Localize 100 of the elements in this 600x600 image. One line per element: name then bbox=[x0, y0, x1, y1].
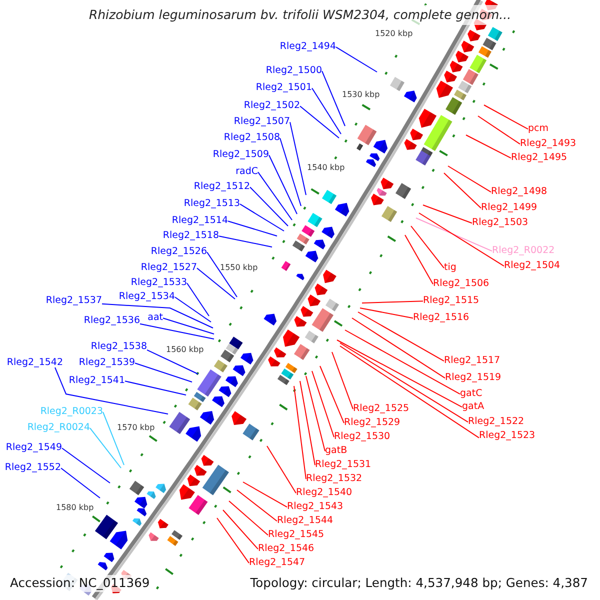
gene-label: Rleg2_1534 bbox=[118, 290, 175, 302]
accession-text: Accession: NC_011369 bbox=[8, 575, 152, 592]
leader-line bbox=[280, 138, 302, 206]
leader-line bbox=[358, 312, 444, 362]
leader-line bbox=[54, 367, 168, 414]
leader-line bbox=[228, 220, 278, 236]
gene-label: Rleg2_1515 bbox=[423, 294, 480, 306]
leader-line bbox=[362, 300, 424, 304]
leader-line bbox=[410, 226, 444, 269]
gene-label: Rleg2_1494 bbox=[280, 40, 336, 52]
scale-label: 1540 kbp bbox=[307, 163, 345, 173]
gene-label: Rleg2_1504 bbox=[504, 260, 560, 270]
gene-label: Rleg2_1539 bbox=[78, 356, 135, 368]
gene-label: Rleg2_1531 bbox=[315, 458, 372, 470]
leader-line bbox=[478, 116, 520, 145]
leader-line bbox=[222, 510, 258, 550]
leader-line bbox=[336, 46, 378, 72]
leader-line bbox=[360, 308, 414, 319]
leader-line bbox=[60, 468, 100, 498]
leader-line bbox=[444, 172, 482, 209]
gene-label: Rleg2_1519 bbox=[445, 372, 502, 382]
gene-label: Rleg2_1529 bbox=[344, 416, 400, 428]
gene-label: gatB bbox=[325, 444, 348, 456]
leader-line bbox=[90, 428, 122, 468]
gene-label: Rleg2_1502 bbox=[244, 100, 300, 110]
leader-line bbox=[250, 186, 288, 226]
leader-line bbox=[266, 446, 296, 494]
gene-label: Rleg2_1516 bbox=[413, 312, 470, 322]
gene-label: Rleg2_1501 bbox=[256, 82, 312, 92]
scale-label: 1580 kbp bbox=[56, 503, 94, 513]
leader-line bbox=[268, 154, 298, 214]
gene-label: Rleg2_1527 bbox=[140, 262, 197, 272]
gene-label: Rleg2_1542 bbox=[6, 356, 63, 368]
gene-label: gatC bbox=[460, 388, 482, 398]
gene-label: Rleg2_1544 bbox=[277, 514, 334, 526]
leader-line bbox=[174, 296, 212, 322]
gene-label: Rleg2_1549 bbox=[6, 442, 62, 452]
gene-label: Rleg2_1546 bbox=[258, 542, 314, 554]
gene-label: Rleg2_1545 bbox=[268, 528, 324, 540]
leader-line bbox=[312, 88, 342, 134]
gene-label: Rleg2_1499 bbox=[481, 202, 538, 212]
gene-label: Rleg2_1530 bbox=[334, 430, 390, 442]
gene-label: Rleg2_1537 bbox=[46, 294, 102, 306]
scale-label: 1520 kbp bbox=[375, 29, 413, 39]
leader-line bbox=[102, 412, 124, 466]
gene-label: Rleg2_1536 bbox=[84, 314, 140, 326]
gene-label: Rleg2_1547 bbox=[249, 556, 306, 568]
gene-label: Rleg2_1503 bbox=[472, 216, 528, 228]
leader-line bbox=[218, 236, 272, 248]
gene-label: Rleg2_1525 bbox=[353, 402, 410, 414]
leader-line bbox=[416, 218, 492, 252]
leader-line bbox=[62, 448, 110, 484]
leader-line bbox=[422, 204, 472, 224]
gene-label: Rleg2_1538 bbox=[90, 340, 147, 352]
leader-line bbox=[206, 252, 238, 298]
leader-line bbox=[336, 340, 462, 408]
leader-line bbox=[404, 234, 434, 285]
leader-line bbox=[258, 172, 292, 220]
gene-label: Rleg2_1541 bbox=[68, 374, 125, 386]
gene-label: Rleg2_1506 bbox=[433, 278, 490, 288]
gene-label: Rleg2_1526 bbox=[150, 246, 207, 256]
leader-line bbox=[306, 376, 326, 452]
leader-line bbox=[236, 490, 278, 522]
leader-line bbox=[340, 346, 480, 438]
leader-line bbox=[124, 380, 186, 396]
leader-line bbox=[228, 500, 268, 536]
gene-label: Rleg2_1514 bbox=[172, 214, 228, 226]
gene-label: Rleg2_1495 bbox=[511, 152, 568, 162]
scale-label: 1550 kbp bbox=[220, 263, 258, 273]
leader-line bbox=[344, 330, 460, 395]
gene-label: Rleg2_1498 bbox=[491, 186, 548, 196]
gene-label: Rleg2_1532 bbox=[306, 472, 362, 484]
gene-label: Rleg2_1533 bbox=[130, 276, 187, 288]
leader-line bbox=[196, 268, 236, 300]
gene-label: radC bbox=[236, 166, 258, 176]
genome-summary-text: Topology: circular; Length: 4,537,948 bp; Genes: 4,387 bbox=[248, 575, 590, 592]
scale-label: 1530 kbp bbox=[342, 90, 380, 100]
leader-line bbox=[352, 318, 446, 379]
gene-label: Rleg2_1522 bbox=[468, 416, 524, 426]
leader-line bbox=[102, 303, 214, 328]
leader-line bbox=[466, 134, 512, 159]
gene-label: Rleg2_1543 bbox=[287, 500, 344, 512]
leader-line bbox=[418, 212, 504, 267]
gene-label: Rleg2_1552 bbox=[4, 462, 61, 472]
gene-label: Rleg2_R0023 bbox=[40, 406, 103, 416]
leader-line bbox=[322, 70, 346, 126]
leader-line bbox=[300, 380, 316, 466]
gene-label: Rleg2_R0024 bbox=[27, 422, 90, 432]
gene-label: aat bbox=[148, 312, 163, 322]
leader-line bbox=[162, 318, 214, 334]
leader-line bbox=[134, 362, 192, 382]
gene-label: Rleg2_1493 bbox=[520, 138, 576, 148]
gene-label: Rleg2_1518 bbox=[162, 230, 219, 240]
leader-line bbox=[312, 370, 334, 438]
gene-label: Rleg2_1523 bbox=[479, 430, 536, 440]
gene-label: Rleg2_1540 bbox=[296, 486, 352, 498]
leader-line bbox=[290, 122, 306, 196]
scale-label: 1570 kbp bbox=[117, 423, 155, 433]
gene-label: Rleg2_1509 bbox=[212, 148, 269, 160]
gene-label: gatA bbox=[462, 400, 484, 412]
